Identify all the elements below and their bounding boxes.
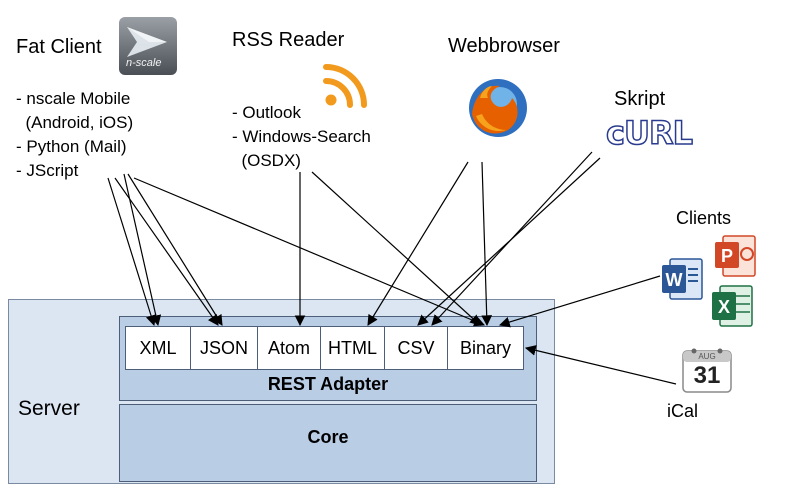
arrow-curl-binary [431,151,593,326]
arrow-ical-binary [524,345,677,385]
rss-reader-title: RSS Reader [232,29,345,51]
arrow-rss-binary [311,171,481,326]
webbrowser-title: Webbrowser [448,35,560,57]
calendar-icon: AUG 31 [682,347,732,393]
arrow-jscript-binary [133,177,485,327]
format-binary: Binary [447,326,524,370]
arrow-browser-binary [481,161,493,327]
format-html: HTML [320,326,385,370]
rss-reader-item: (OSDX) [232,151,301,170]
format-csv: CSV [384,326,448,370]
rss-reader-item: - Windows-Search [232,127,371,146]
core-box [119,404,537,482]
server-label: Server [18,397,80,420]
word-icon: W [662,257,706,301]
curl-logo-text: cURL [605,114,693,152]
core-label: Core [307,427,349,447]
rss-feed-icon [323,63,368,108]
rss-reader-item: - Outlook [232,103,301,122]
powerpoint-icon: P [715,234,759,278]
firefox-icon [466,76,530,140]
calendar-month: AUG [698,352,716,361]
svg-text:P: P [721,246,733,266]
svg-text:X: X [718,297,730,317]
excel-icon: X [712,284,756,328]
format-atom: Atom [257,326,321,370]
fat-client-title: Fat Client [16,36,102,58]
fat-client-item: (Android, iOS) [16,113,134,132]
arrow-python-xml [123,173,162,327]
calendar-day: 31 [693,362,721,389]
svg-text:W: W [666,270,683,290]
skript-title: Skript [614,88,666,110]
fat-client-item: - nscale Mobile [16,89,131,108]
arrow-browser-html [367,161,469,326]
fat-client-item: - Python (Mail) [16,137,127,156]
arrow-python-json [127,173,223,326]
nscale-logo-text: n-scale [126,57,162,69]
format-xml: XML [125,326,191,370]
clients-title: Clients [676,208,732,228]
arrow-jscript-xml [107,177,157,327]
fat-client-item: - JScript [16,161,79,180]
ical-title: iCal [667,401,699,421]
nscale-logo-icon: n-scale [119,17,177,75]
arrow-clients-binary [498,275,661,328]
arrow-jscript-json [114,177,219,326]
format-json: JSON [190,326,258,370]
rest-adapter-label: REST Adapter [267,374,389,394]
